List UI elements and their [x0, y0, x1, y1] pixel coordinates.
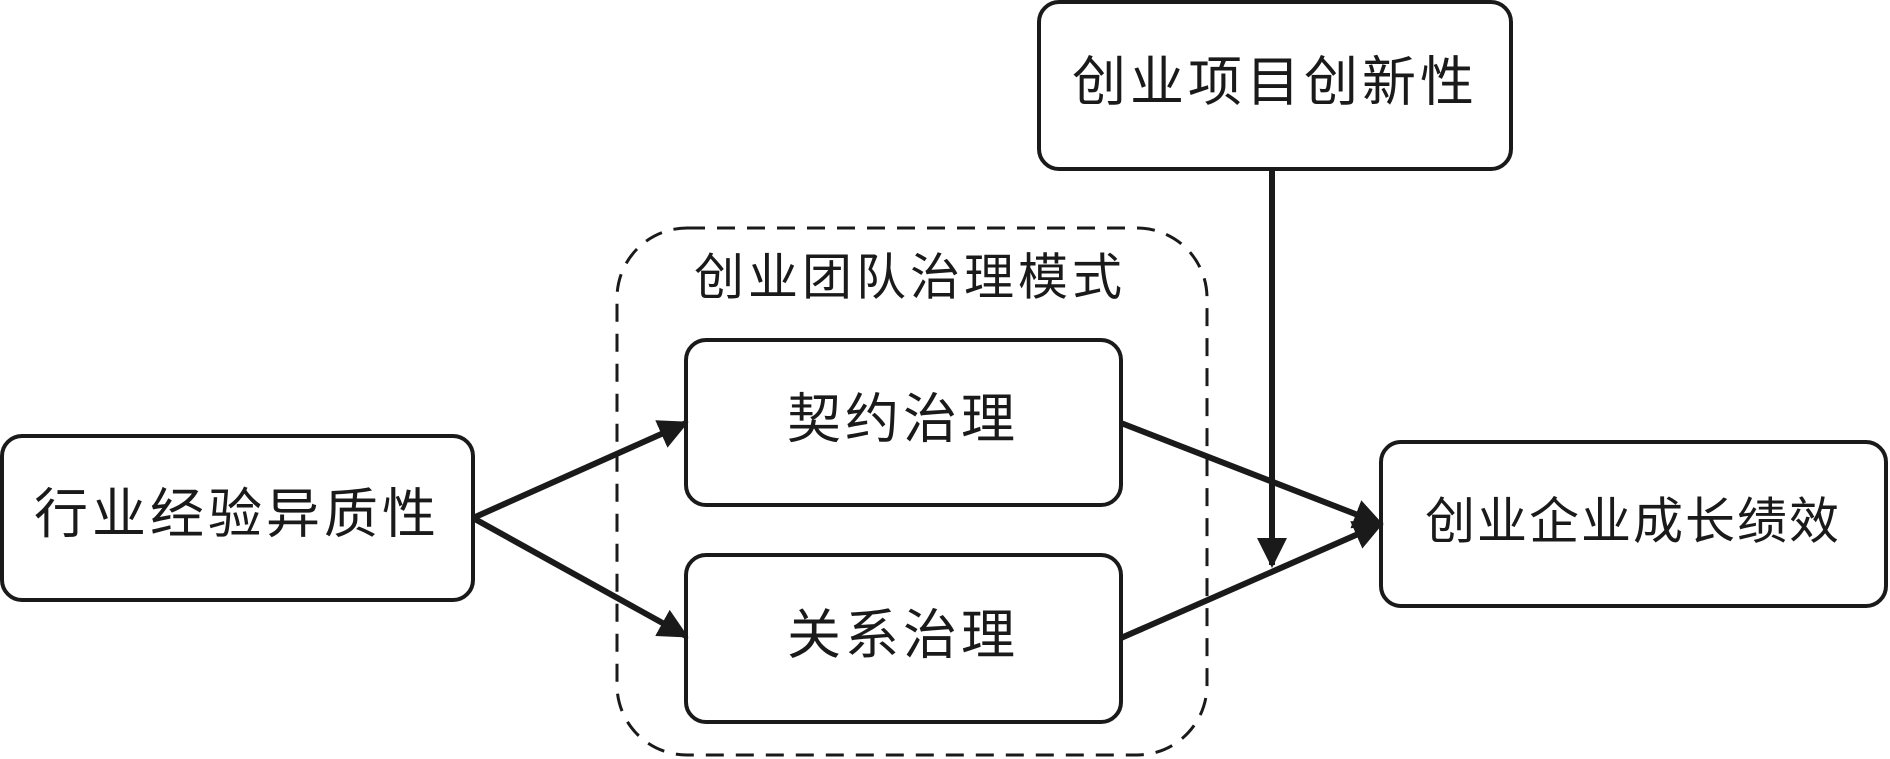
- arrow-heterogeneity-to-relation: [471, 515, 689, 639]
- contract-governance-label: 契约治理: [787, 388, 1019, 451]
- governance-mode-group-border: [615, 226, 1209, 757]
- heterogeneity-node-label: 行业经验异质性: [34, 483, 440, 546]
- relation-governance-label: 关系治理: [787, 604, 1019, 667]
- arrow-relation-to-performance: [1119, 521, 1384, 641]
- innovation-node-label: 创业项目创新性: [1072, 51, 1478, 114]
- performance-node-label: 创业企业成长绩效: [1425, 493, 1841, 551]
- governance-mode-group-label: 创业团队治理模式: [694, 249, 1126, 307]
- relation-governance-node: [684, 553, 1123, 724]
- arrow-contract-to-performance: [1119, 420, 1384, 529]
- arrow-heterogeneity-to-contract: [471, 420, 689, 521]
